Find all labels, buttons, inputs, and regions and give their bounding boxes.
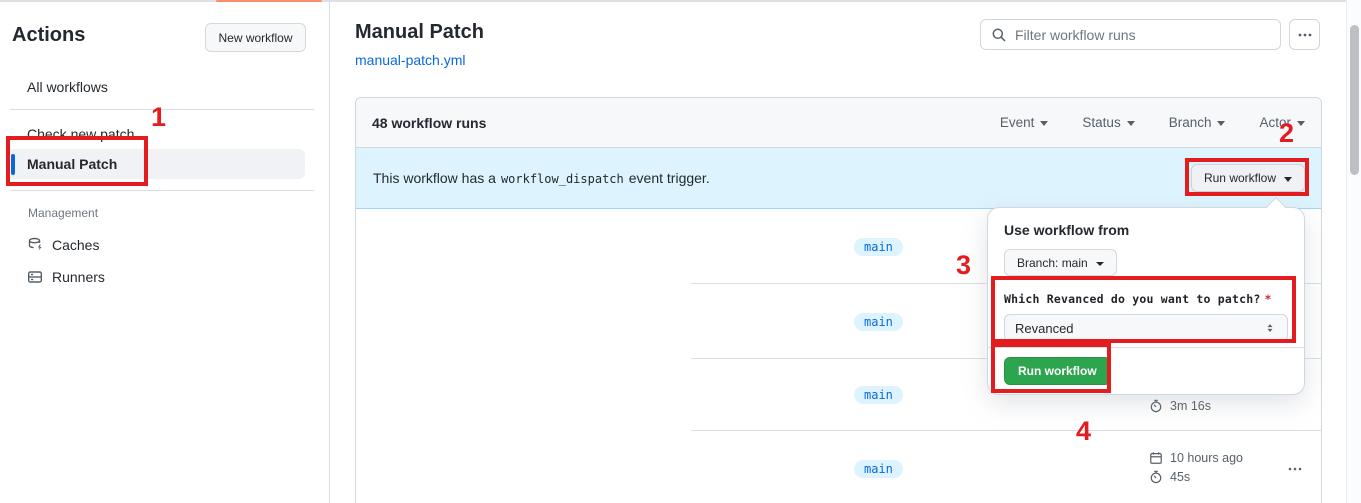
run-meta: 10 hours ago 45s xyxy=(1149,451,1243,484)
filter-label: Event xyxy=(999,115,1035,130)
branch-selector-label: Branch: main xyxy=(1017,255,1088,270)
actions-sidebar: Actions New workflow All workflows Check… xyxy=(0,2,330,503)
sidebar-item-label: Runners xyxy=(52,269,105,285)
workflow-run-row[interactable]: main 3m 16s xyxy=(356,359,1321,431)
run-workflow-dropdown-button[interactable]: Run workflow xyxy=(1190,164,1305,192)
workflow-runs-card: 48 workflow runs Event Status Branch Act… xyxy=(355,97,1322,503)
top-border xyxy=(0,0,1361,2)
sidebar-item-label: All workflows xyxy=(27,79,108,95)
popup-footer: Run workflow xyxy=(988,347,1304,394)
calendar-icon xyxy=(1149,451,1163,465)
run-duration: 3m 16s xyxy=(1149,399,1211,413)
branch-filter-dropdown[interactable]: Branch xyxy=(1169,115,1226,130)
use-workflow-from-label: Use workflow from xyxy=(1004,222,1130,238)
kebab-horizontal-icon xyxy=(1288,467,1302,471)
run-workflow-submit-button[interactable]: Run workflow xyxy=(1004,357,1111,385)
chevron-down-icon xyxy=(1040,121,1049,126)
chevron-down-icon xyxy=(1126,121,1135,126)
sidebar-item-label: Check new patch xyxy=(27,126,135,142)
search-icon xyxy=(991,27,1007,43)
workflow-run-row[interactable]: main 10 hours ago xyxy=(356,431,1321,503)
run-duration: 45s xyxy=(1149,470,1243,484)
branch-badge[interactable]: main xyxy=(854,237,903,256)
sidebar-item-manual-patch[interactable]: Manual Patch xyxy=(8,149,305,179)
filter-label: Status xyxy=(1082,115,1121,130)
workflow-file-link[interactable]: manual-patch.yml xyxy=(355,52,466,68)
workflow-runs-count: 48 workflow runs xyxy=(372,114,487,131)
sidebar-divider xyxy=(10,109,314,110)
up-down-arrows-icon xyxy=(1263,321,1277,335)
workflow-dispatch-banner: This workflow has a workflow_dispatch even… xyxy=(356,148,1321,209)
chevron-down-icon xyxy=(1297,121,1305,126)
branch-badge[interactable]: main xyxy=(854,459,903,478)
branch-badge[interactable]: main xyxy=(854,312,903,331)
sidebar-divider xyxy=(10,190,314,191)
filter-label: Actor xyxy=(1259,115,1291,130)
workflow-input-label: Which Revanced do you want to patch?* xyxy=(1004,292,1288,306)
filter-workflow-runs-input[interactable] xyxy=(1015,26,1270,43)
run-workflow-popup: Use workflow from Branch: main Which Rev… xyxy=(987,197,1305,395)
filter-workflow-runs-box xyxy=(980,19,1281,50)
branch-selector-button[interactable]: Branch: main xyxy=(1004,249,1117,276)
banner-text-after: event trigger. xyxy=(628,170,710,186)
event-filter-dropdown[interactable]: Event xyxy=(1000,115,1049,130)
runners-icon xyxy=(27,269,43,285)
runs-filter-group: Event Status Branch Actor xyxy=(966,115,1305,130)
scrollbar-thumb[interactable] xyxy=(1350,25,1359,175)
workflow-more-options-button[interactable] xyxy=(1289,19,1320,50)
duration-text: 3m 16s xyxy=(1170,399,1211,413)
sidebar-title: Actions xyxy=(12,24,86,46)
select-value: Revanced xyxy=(1015,320,1074,336)
cache-icon xyxy=(27,237,43,253)
chevron-down-icon xyxy=(1095,261,1104,266)
status-filter-dropdown[interactable]: Status xyxy=(1082,115,1135,130)
actions-tab-underline xyxy=(216,0,322,3)
sidebar-item-check-new-patch[interactable]: Check new patch xyxy=(8,119,305,149)
filter-label: Branch xyxy=(1168,115,1212,130)
page-scrollbar xyxy=(1346,0,1361,503)
sidebar-item-label: Caches xyxy=(52,237,100,253)
revanced-select[interactable]: Revanced xyxy=(1004,314,1288,342)
management-section-label: Management xyxy=(28,206,99,220)
run-row-options-button[interactable] xyxy=(1282,459,1308,479)
sidebar-item-caches[interactable]: Caches xyxy=(27,237,99,253)
start-time-text: 10 hours ago xyxy=(1170,451,1243,465)
run-meta: 3m 16s xyxy=(1149,399,1211,413)
sidebar-item-label: Manual Patch xyxy=(27,156,118,172)
kebab-horizontal-icon xyxy=(1297,27,1313,43)
workflow-dispatch-code: workflow_dispatch xyxy=(500,172,624,186)
run-workflow-label: Run workflow xyxy=(1203,171,1276,185)
selected-indicator-bar xyxy=(11,154,15,175)
duration-text: 45s xyxy=(1170,470,1191,484)
chevron-down-icon xyxy=(1217,121,1226,126)
branch-badge[interactable]: main xyxy=(854,386,903,404)
sidebar-item-runners[interactable]: Runners xyxy=(27,269,105,285)
sidebar-item-all-workflows[interactable]: All workflows xyxy=(8,72,305,102)
page-title: Manual Patch xyxy=(355,21,484,43)
banner-text: This workflow has a workflow_dispatch even… xyxy=(373,170,710,186)
runs-card-header: 48 workflow runs Event Status Branch Act… xyxy=(356,98,1321,148)
popup-body: Use workflow from Branch: main Which Rev… xyxy=(988,208,1304,356)
input-label-text: Which Revanced do you want to patch? xyxy=(1004,292,1261,306)
stopwatch-icon xyxy=(1149,399,1163,413)
required-marker: * xyxy=(1264,292,1272,306)
run-start-time: 10 hours ago xyxy=(1149,451,1243,465)
new-workflow-button[interactable]: New workflow xyxy=(205,23,306,52)
banner-text-before: This workflow has a xyxy=(373,170,496,186)
actor-filter-dropdown[interactable]: Actor xyxy=(1259,115,1305,130)
chevron-down-icon xyxy=(1284,176,1292,182)
stopwatch-icon xyxy=(1149,470,1163,484)
